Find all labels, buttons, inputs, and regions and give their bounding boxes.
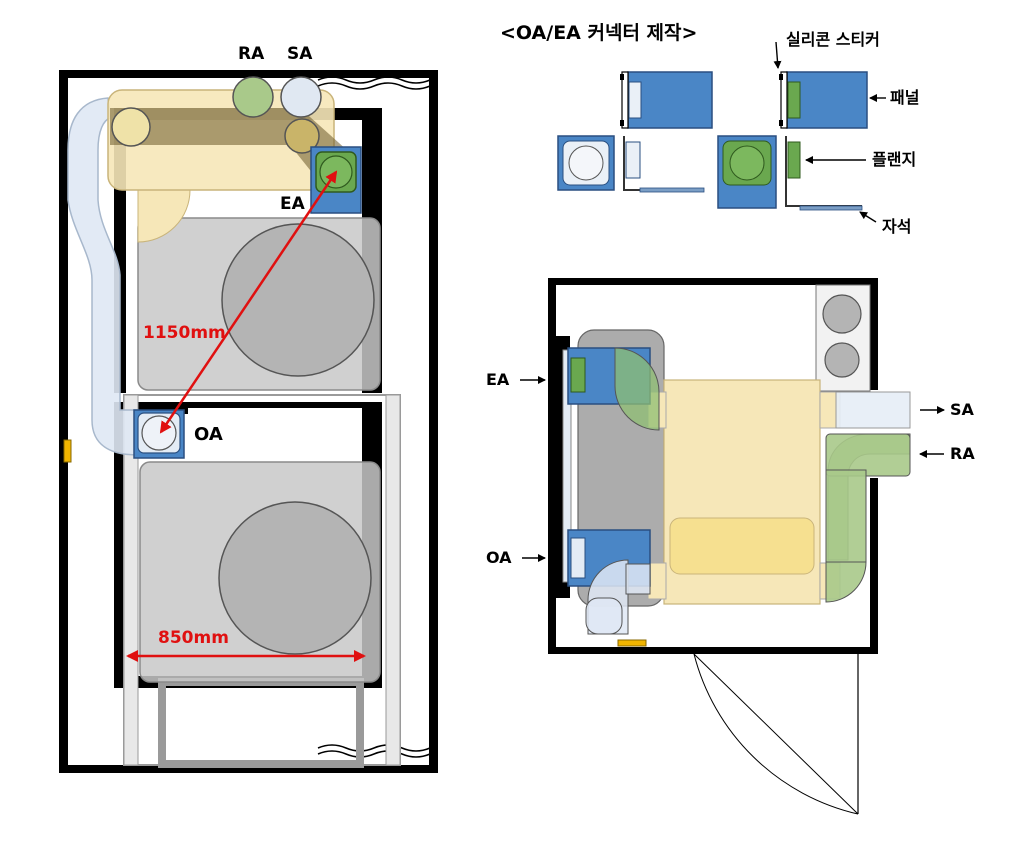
callout-panel: 패널 <box>890 88 920 107</box>
right-left-wall <box>548 278 556 654</box>
connector-detail-title: <OA/EA 커넥터 제작> <box>500 22 698 44</box>
left-ra-label: RA <box>238 44 265 64</box>
right-top-wall <box>548 278 878 285</box>
blue-flex-duct <box>67 97 139 456</box>
sa-duct <box>835 391 911 429</box>
ra-port-circle <box>232 76 274 118</box>
width-dimension-label: 850mm <box>158 628 229 648</box>
right-bottom-wall <box>548 647 878 654</box>
left-sa-label: SA <box>287 44 313 64</box>
ea-green-elbow <box>614 347 660 431</box>
callout-silicone-sticker: 실리콘 스티커 <box>786 30 880 49</box>
connector-detail-drawing <box>557 41 886 223</box>
left-floor-plan <box>59 70 438 773</box>
left-ea-label: EA <box>280 194 305 214</box>
panel-side-view-oa <box>627 71 713 129</box>
callout-flange: 플랜지 <box>872 150 917 169</box>
diagonal-dimension-label: 1150mm <box>143 323 226 343</box>
diagonal-dimension-line <box>159 170 338 434</box>
right-floor-plan <box>520 278 945 815</box>
left-top-wall <box>67 70 437 78</box>
ra-duct <box>825 433 911 477</box>
sa-port-circle <box>280 76 322 118</box>
lower-unit-fan <box>218 501 372 655</box>
callout-magnet: 자석 <box>882 217 912 236</box>
left-oa-label: OA <box>194 424 223 445</box>
left-top-break-line <box>317 76 431 84</box>
left-bottom-wall <box>67 765 437 773</box>
hinge-marker <box>63 439 72 463</box>
door-swing-arc <box>693 653 859 815</box>
door-leaf <box>693 653 859 815</box>
left-bottom-break-line <box>317 744 431 752</box>
left-left-wall <box>59 70 68 773</box>
right-ra-label: RA <box>950 444 975 463</box>
left-right-wall <box>429 70 438 773</box>
right-oa-label: OA <box>486 548 512 567</box>
duct-end-circle <box>111 107 151 147</box>
upper-unit-fan <box>221 223 375 377</box>
grille-circle-top <box>822 294 862 334</box>
hinge-marker-right <box>617 639 647 647</box>
right-ea-label: EA <box>486 370 510 389</box>
grille-circle-bottom <box>824 342 860 378</box>
right-sa-label: SA <box>950 400 974 419</box>
